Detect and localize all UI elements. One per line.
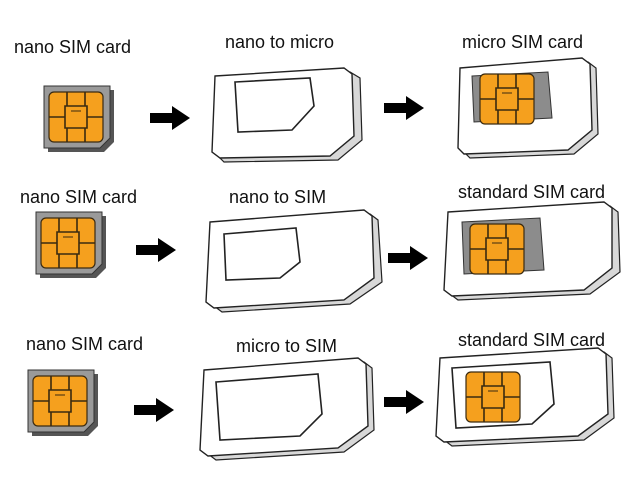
row1-result-label: micro SIM card [462,32,584,52]
row3-adapter-label: micro to SIM [236,336,338,356]
row2-source-label: nano SIM card [20,187,138,207]
row3-result-label: standard SIM card [458,330,606,350]
row2-standard-sim [443,201,621,301]
row2-arrow-icon [136,238,176,262]
row3-source-label: nano SIM card [26,334,144,354]
row1-micro-sim [457,57,599,159]
row1-source-label: nano SIM card [14,37,132,57]
row3-arrow-icon-2 [384,390,424,414]
row2-arrow-icon-2 [388,246,428,270]
row3-adapter-micro-to-sim [199,357,375,461]
row1-arrow-icon-2 [384,96,424,120]
row1-nano-sim [44,86,114,152]
row2-adapter-nano-to-sim [205,209,383,313]
row1-adapter-nano-to-micro [211,67,363,163]
row1-arrow-icon [150,106,190,130]
row2-adapter-label: nano to SIM [229,187,327,207]
row1-adapter-label: nano to micro [225,32,335,52]
row2-nano-sim [36,212,106,278]
row3-standard-sim [435,347,615,447]
row3-nano-sim [28,370,98,436]
row2-result-label: standard SIM card [458,182,606,202]
row3-arrow-icon [134,398,174,422]
